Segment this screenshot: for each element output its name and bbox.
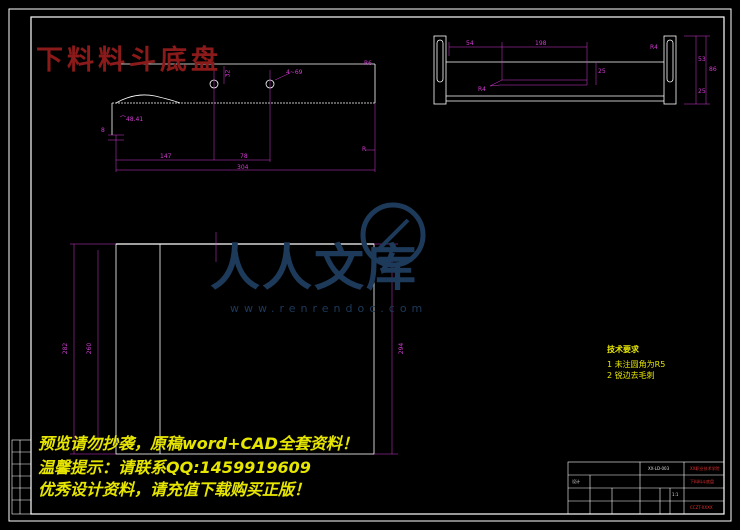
dim-8: 8 (101, 127, 105, 134)
tech-header: 技术要求 (607, 345, 639, 354)
watermark-logo (360, 202, 426, 268)
dim-hole-count: 4~69 (286, 69, 303, 76)
dim-294: 294 (398, 342, 406, 355)
dim-86: 86 (709, 66, 717, 73)
dim-r6: R6 (364, 60, 372, 67)
tech-item-1: 1 未注圆角为R5 (607, 360, 666, 369)
dim-282: 282 (62, 342, 70, 355)
tech-item-2: 2 锐边去毛刺 (607, 371, 655, 380)
side-view (433, 35, 677, 105)
promo-line-1: 预览请勿抄袭，原稿word+CAD全套资料！ (38, 434, 358, 453)
sheet-border (8, 8, 732, 522)
dim-260: 260 (86, 342, 94, 355)
tb-school: XX职业技术学院 (690, 466, 720, 471)
dim-78: 78 (240, 153, 248, 160)
tb-name: 下料料斗底盘 (690, 479, 714, 484)
tb-code: CCZT-XXXX (690, 505, 713, 510)
tb-scale: 1:1 (672, 492, 679, 497)
side-view-dims (448, 35, 710, 105)
dim-arc: ⌒48.41 (120, 116, 144, 123)
dim-r4-top: R4 (650, 44, 658, 51)
tb-designer: 设计 (572, 479, 580, 484)
dim-147: 147 (160, 153, 172, 160)
dim-r4-bottom: R4 (478, 86, 486, 93)
dim-25b: 25 (698, 88, 706, 95)
dim-53: 53 (698, 56, 706, 63)
plate-view (115, 243, 375, 455)
dim-304: 304 (237, 164, 249, 171)
drawing-frame (30, 16, 725, 515)
technical-requirements: 技术要求 1 未注圆角为R5 2 锐边去毛刺 (607, 344, 665, 381)
drawing-title: 下料料斗底盘 (36, 45, 222, 76)
dim-198: 198 (535, 40, 547, 47)
front-view-dims (108, 66, 376, 172)
dim-25: 25 (598, 68, 606, 75)
dim-54: 54 (466, 40, 474, 47)
left-stamp-boxes (11, 439, 32, 515)
watermark-url: www.renrendoc.com (230, 302, 428, 315)
watermark-text: 人人文库 (210, 238, 418, 297)
tb-drawing-no: XX-LD-003 (648, 466, 670, 471)
title-block (567, 461, 725, 515)
front-view (111, 63, 376, 135)
promo-line-2: 温馨提示：请联系QQ:1459919609 (38, 458, 311, 477)
promo-line-3: 优秀设计资料，请充值下载购买正版！ (38, 480, 311, 499)
dim-32: 32 (224, 69, 232, 78)
dim-r: R (362, 146, 367, 153)
plate-dims (70, 232, 398, 455)
